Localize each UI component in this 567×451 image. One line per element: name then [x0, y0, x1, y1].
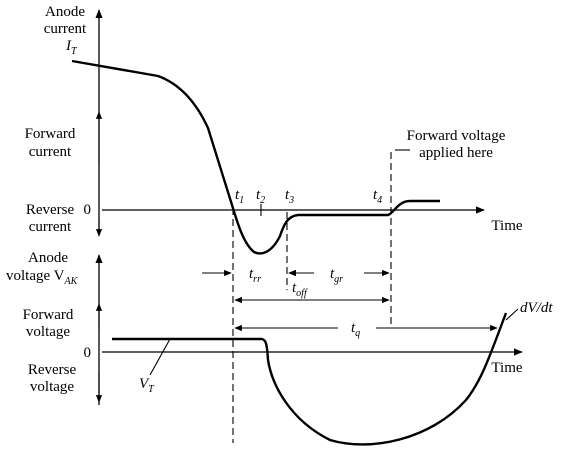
voltage-plot — [95, 254, 523, 446]
anode-current-label-2: current — [44, 21, 87, 37]
toff-label: toff — [292, 280, 308, 299]
forward-voltage-label-1: Forward — [23, 307, 74, 323]
reverse-voltage-label-2: voltage — [30, 379, 74, 395]
anode-current-curve — [71, 59, 440, 255]
forward-voltage-label-2: voltage — [26, 324, 70, 340]
current-plot — [71, 9, 485, 255]
t1-label: t1 — [235, 187, 244, 206]
vt-label: VT — [139, 376, 155, 395]
dvdt-leader — [505, 308, 519, 321]
time-label-top: Time — [491, 218, 522, 234]
forward-voltage-note-1: Forward voltage — [407, 128, 506, 144]
it-symbol: IT — [65, 38, 78, 57]
tgr-label: tgr — [330, 266, 343, 285]
anode-voltage-curve — [112, 312, 508, 446]
reverse-current-label-2: current — [29, 219, 72, 235]
forward-current-label-1: Forward — [25, 126, 76, 142]
tq-label: tq — [351, 320, 360, 339]
anode-voltage-label-1: Anode — [28, 250, 68, 266]
anode-current-label-1: Anode — [45, 4, 85, 20]
time-guides — [232, 152, 392, 443]
anode-voltage-label-2: voltage VAK — [6, 268, 79, 287]
dvdt-label: dV/dt — [520, 300, 553, 316]
t3-label: t3 — [285, 187, 294, 206]
vt-leader — [149, 338, 171, 376]
labels: Anode current IT Forward current Reverse… — [6, 4, 553, 395]
interval-arrows — [202, 149, 498, 332]
reverse-voltage-label-1: Reverse — [28, 362, 77, 378]
trr-label: trr — [249, 266, 261, 285]
t2-label: t2 — [256, 187, 265, 206]
forward-current-label-2: current — [29, 144, 72, 160]
zero-label-bottom: 0 — [84, 345, 92, 361]
forward-voltage-note-2: applied here — [419, 145, 493, 161]
t4-label: t4 — [373, 187, 382, 206]
zero-label-top: 0 — [84, 202, 92, 218]
reverse-current-label-1: Reverse — [26, 202, 75, 218]
time-label-bottom: Time — [491, 360, 522, 376]
